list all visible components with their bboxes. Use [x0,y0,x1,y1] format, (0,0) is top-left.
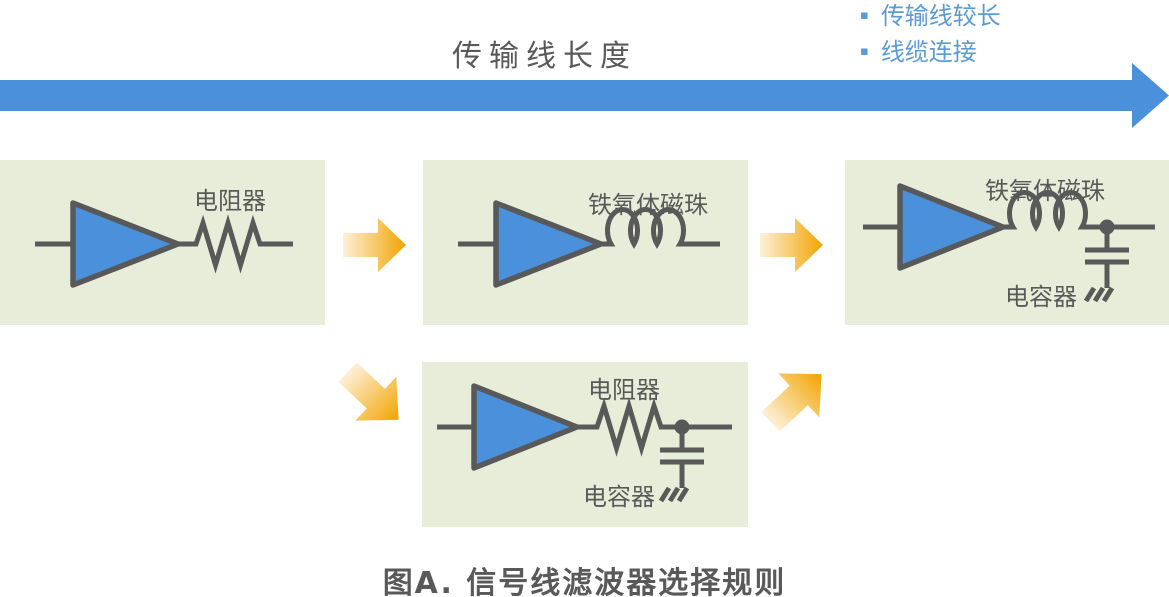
resistor-icon [577,397,732,457]
capacitor-label: 电容器 [1005,283,1077,311]
cell-resistor-only: 电阻器 [0,160,325,325]
bullet-icon: ▪ [860,8,869,23]
component-label: 电阻器 [194,187,266,215]
note-item: ▪ 线缆连接 [860,34,1001,70]
resistor-icon [178,214,293,274]
note-list: ▪ 传输线较长 ▪ 线缆连接 [860,0,1001,70]
step-arrow-up-right-icon [761,373,822,432]
capacitor-label: 电容器 [583,483,655,511]
junction-dot [674,419,690,435]
component-label: 铁氧体磁珠 [985,177,1105,205]
transmission-length-arrow-icon [0,63,1169,128]
step-arrow-right-icon [343,218,406,272]
amplifier-icon [471,383,580,471]
axis-title: 传输线长度 [452,39,637,74]
cell-ferrite-only: 铁氧体磁珠 [423,160,748,325]
step-arrow-right-icon [760,218,823,272]
capacitor-icon [1085,230,1129,288]
cell-resistor-capacitor: 电阻器 电容器 [422,362,748,527]
cell-ferrite-capacitor: 铁氧体磁珠 电容器 [845,160,1169,325]
amplifier-icon [493,200,604,288]
circuit-ferrite-capacitor [863,183,1155,303]
capacitor-icon [660,430,704,488]
circuit-resistor-capacitor [437,383,732,503]
ground-icon [1083,286,1115,303]
note-item: ▪ 传输线较长 [860,0,1001,34]
bullet-icon: ▪ [860,44,869,59]
component-label: 电阻器 [588,376,660,404]
amplifier-icon [897,183,1006,271]
component-label: 铁氧体磁珠 [588,191,708,219]
ferrite-bead-icon [1003,190,1155,232]
circuit-resistor-only [35,200,293,288]
amplifier-icon [70,200,181,288]
step-arrow-down-right-icon [338,362,399,421]
figure-caption: 图A. 信号线滤波器选择规则 [382,566,787,597]
circuit-ferrite-only [458,200,720,288]
ferrite-bead-icon [601,207,720,249]
junction-dot [1099,219,1115,235]
note-text: 线缆连接 [880,38,977,66]
ground-icon [658,486,690,503]
note-text: 传输线较长 [880,2,1001,30]
